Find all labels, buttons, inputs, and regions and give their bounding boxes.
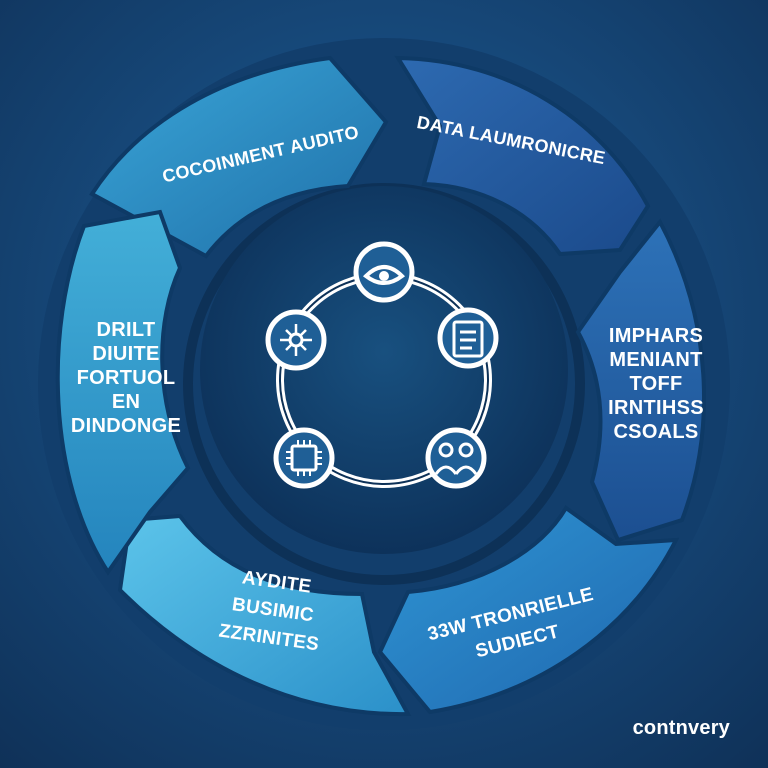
- icon-eye-node: [353, 241, 415, 303]
- svg-text:CSOALS: CSOALS: [613, 421, 698, 443]
- svg-text:DIUITE: DIUITE: [92, 343, 159, 365]
- icon-document-node: [437, 307, 499, 369]
- svg-text:IRNTIHSS: IRNTIHSS: [608, 397, 704, 419]
- segment-label-impact: IMPHARS MENIANT TOFF IRNTIHSS CSOALS: [608, 325, 704, 443]
- brand-logo-text: contnvery: [632, 717, 730, 739]
- svg-text:FORTUOL: FORTUOL: [77, 367, 176, 389]
- svg-text:TOFF: TOFF: [629, 373, 682, 395]
- eye-icon: [362, 265, 406, 285]
- center-hub: [200, 186, 568, 554]
- icon-network-node: [265, 309, 327, 371]
- chip-icon: [286, 440, 322, 476]
- icon-people-node: [425, 427, 487, 489]
- segment-business: [117, 513, 412, 717]
- segment-label-draft: DRILT DIUITE FORTUOL EN DINDONGE: [71, 319, 181, 437]
- icon-chip-node: [273, 427, 335, 489]
- svg-text:EN: EN: [112, 391, 140, 413]
- segment-draft: [55, 209, 191, 576]
- svg-text:DINDONGE: DINDONGE: [71, 415, 181, 437]
- segment-subject: [377, 505, 680, 715]
- segment-data: [394, 55, 651, 257]
- svg-text:MENIANT: MENIANT: [609, 349, 702, 371]
- svg-text:DRILT: DRILT: [97, 319, 156, 341]
- document-icon: [452, 320, 484, 358]
- network-icon: [280, 324, 312, 356]
- segment-document-audit: [89, 55, 389, 259]
- svg-text:IMPHARS: IMPHARS: [609, 325, 703, 347]
- people-icon: [434, 442, 478, 475]
- segments: [55, 55, 706, 717]
- segment-impact: [575, 218, 706, 543]
